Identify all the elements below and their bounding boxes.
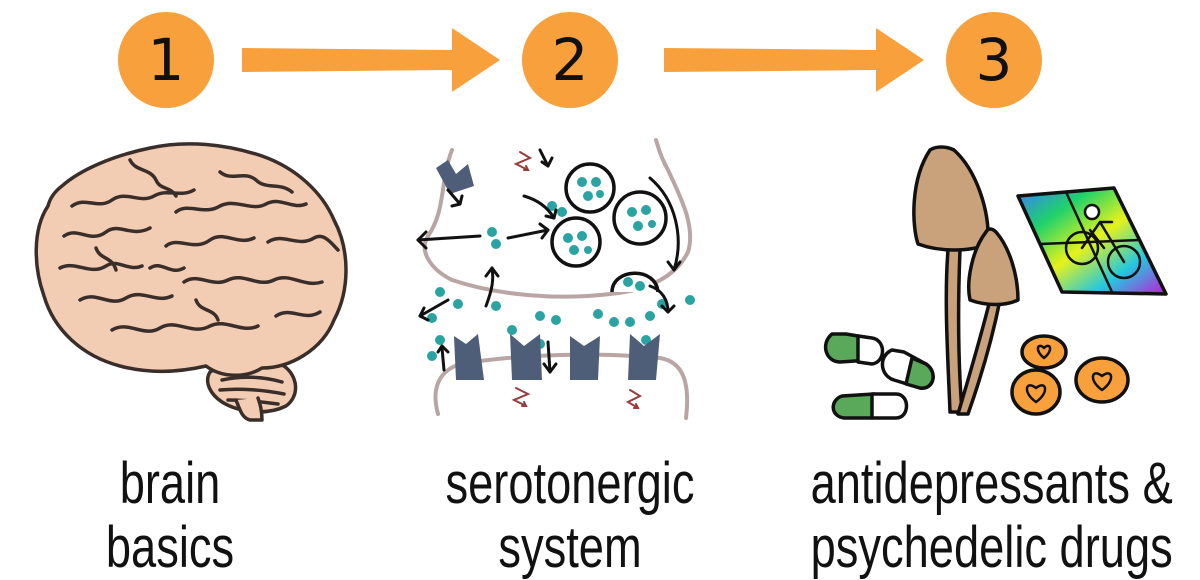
step-3-badge: 3 <box>946 12 1042 108</box>
presynaptic-membrane <box>422 138 693 299</box>
arrow-1-icon <box>242 28 500 92</box>
step-2-badge: 2 <box>522 12 618 108</box>
step-2-line1: serotonergic <box>445 451 695 516</box>
step-2-line2: system <box>498 515 642 580</box>
step-3-line2: psychedelic drugs <box>810 515 1173 580</box>
step-1-badge: 1 <box>118 12 214 108</box>
step-2-label: serotonergic system <box>437 452 702 580</box>
brain-icon <box>34 142 348 422</box>
step-1-line2: basics <box>105 515 235 580</box>
step-3-line1: antidepressants & <box>810 451 1173 516</box>
drugs-icon <box>823 145 1168 420</box>
step-1-label: brain basics <box>69 452 272 580</box>
step-1-line1: brain <box>119 451 221 516</box>
postsynaptic-membrane <box>433 352 690 420</box>
step-3-label: antidepressants & psychedelic drugs <box>810 451 1173 580</box>
arrow-2-icon <box>664 28 924 92</box>
synapse-icon <box>416 138 695 420</box>
